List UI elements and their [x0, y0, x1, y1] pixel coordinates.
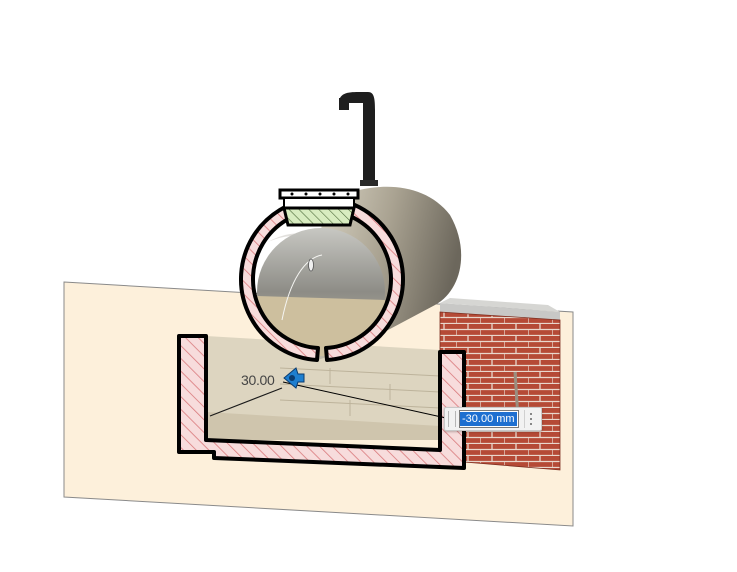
dimension-leader	[282, 381, 447, 419]
dimension-value-input[interactable]: -30.00 mm	[459, 410, 519, 428]
chimney-pipe[interactable]	[339, 92, 378, 186]
drag-handle-icon[interactable]	[448, 411, 456, 427]
pit-interior	[206, 336, 441, 440]
pit-section-walls[interactable]	[177, 334, 466, 470]
vertical-ellipsis-icon[interactable]	[524, 410, 537, 428]
dimension-input-widget[interactable]: -30.00 mm	[444, 407, 542, 431]
tank-lid[interactable]	[278, 188, 360, 227]
dimension-ghost-label: 30.00	[241, 372, 275, 388]
blue-drag-arrow-icon[interactable]	[283, 367, 305, 389]
tank-section-ring[interactable]	[239, 196, 405, 362]
dimension-value: -30.00 mm	[460, 412, 517, 426]
